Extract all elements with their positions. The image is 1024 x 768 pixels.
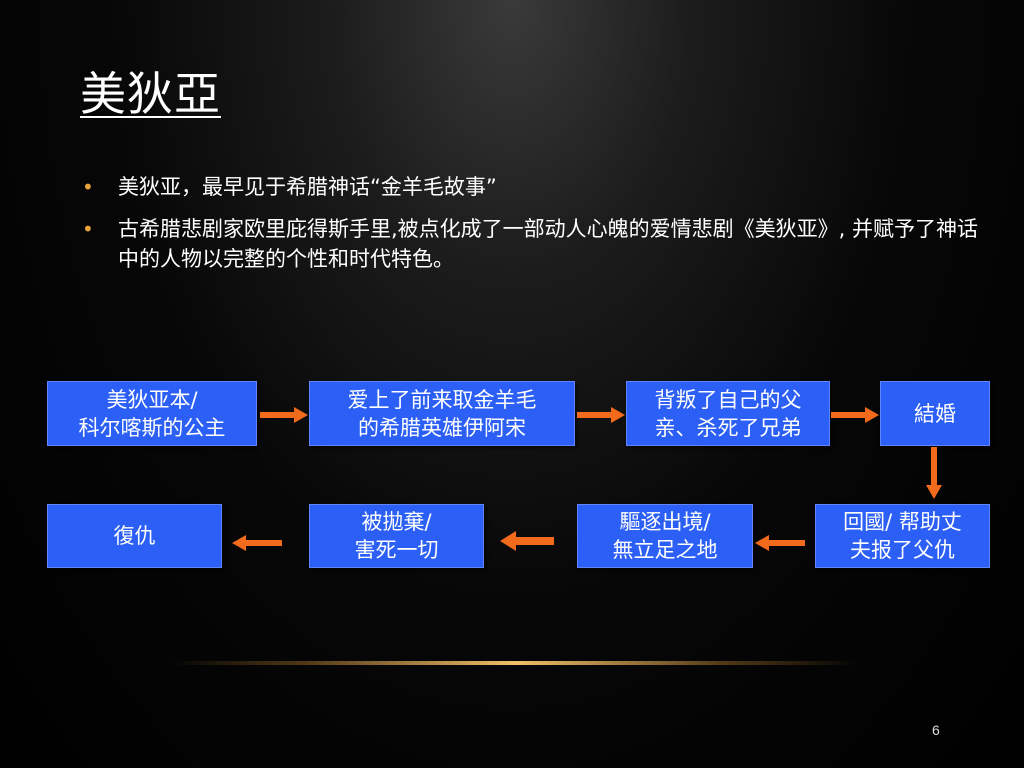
flow-box-abandoned: 被拋棄/ 害死一切 (309, 504, 484, 568)
flow-box-betrayal: 背叛了自己的父 亲、杀死了兄弟 (626, 381, 830, 446)
flow-box-marriage: 結婚 (880, 381, 990, 446)
decorative-glow-line (170, 661, 860, 665)
flow-box-princess: 美狄亚本/ 科尔喀斯的公主 (47, 381, 257, 446)
flow-box-vengeance: 復仇 (47, 504, 222, 568)
flow-box-love-jason: 爱上了前来取金羊毛 的希腊英雄伊阿宋 (309, 381, 575, 446)
right-arrow-icon (260, 407, 308, 423)
bullet-icon: • (82, 175, 94, 199)
left-arrow-icon (755, 535, 805, 551)
bullet-list: • 美狄亚，最早见于希腊神话“金羊毛故事” • 古希腊悲剧家欧里庇得斯手里,被点… (80, 172, 980, 286)
bullet-icon: • (82, 217, 94, 241)
bullet-text: 美狄亚，最早见于希腊神话“金羊毛故事” (118, 175, 497, 199)
flow-box-exile: 驅逐出境/ 無立足之地 (577, 504, 753, 568)
right-arrow-icon (577, 407, 625, 423)
bullet-item: • 古希腊悲剧家欧里庇得斯手里,被点化成了一部动人心魄的爱情悲剧《美狄亚》, 并… (80, 214, 980, 274)
slide-title: 美狄亞 (80, 67, 221, 121)
page-number: 6 (932, 722, 940, 738)
flow-box-return-revenge: 回國/ 帮助丈 夫报了父仇 (815, 504, 990, 568)
left-arrow-icon (232, 535, 282, 551)
right-arrow-icon (831, 407, 879, 423)
bullet-item: • 美狄亚，最早见于希腊神话“金羊毛故事” (80, 172, 980, 202)
down-arrow-icon (926, 447, 942, 499)
left-arrow-icon (500, 531, 554, 551)
bullet-text: 古希腊悲剧家欧里庇得斯手里,被点化成了一部动人心魄的爱情悲剧《美狄亚》, 并赋予… (118, 217, 979, 271)
